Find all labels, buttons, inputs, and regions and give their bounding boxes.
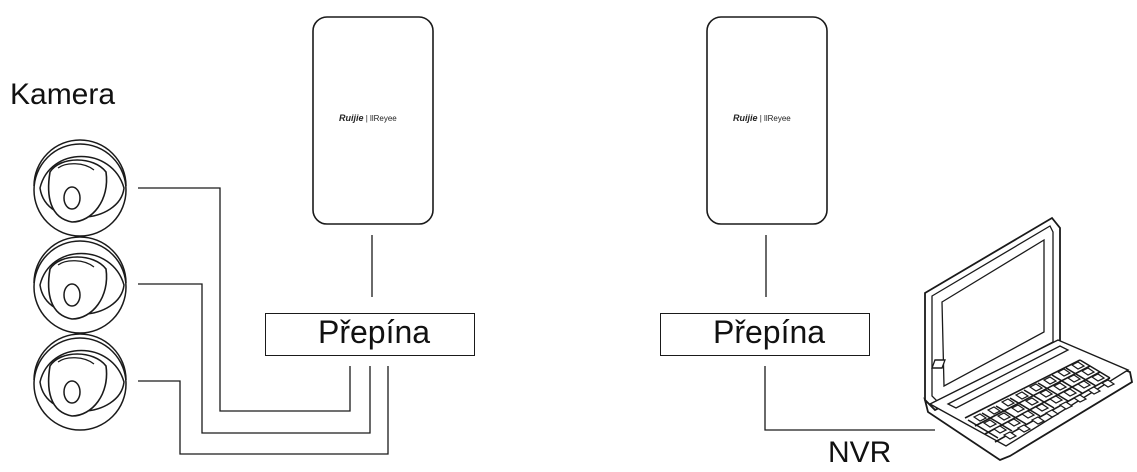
cable-switch-nvr [764,366,935,431]
sub-brand-logo: Reyee [373,114,397,123]
switch-left: Přepína [265,313,475,356]
brand-logo: Ruijie [339,113,364,123]
access-point-right-brand: Ruijie | llReyee [733,113,791,123]
brand-logo: Ruijie [733,113,758,123]
laptop-icon [923,216,1134,462]
dome-camera-icon [33,236,127,334]
switch-left-label: Přepína [318,314,431,350]
cable-camera-1 [138,187,351,412]
nvr-label: NVR [828,436,892,469]
access-point-left [312,16,434,225]
cable-camera-2 [138,283,371,434]
camera-label: Kamera [10,78,116,111]
switch-right: Přepína [660,313,870,356]
access-point-left-brand: Ruijie | llReyee [339,113,397,123]
switch-right-label: Přepína [713,314,826,350]
cable-camera-3 [138,366,389,455]
access-point-right [706,16,828,225]
sub-brand-logo: Reyee [767,114,791,123]
dome-camera-icon [33,139,127,237]
dome-camera-icon [33,333,127,431]
